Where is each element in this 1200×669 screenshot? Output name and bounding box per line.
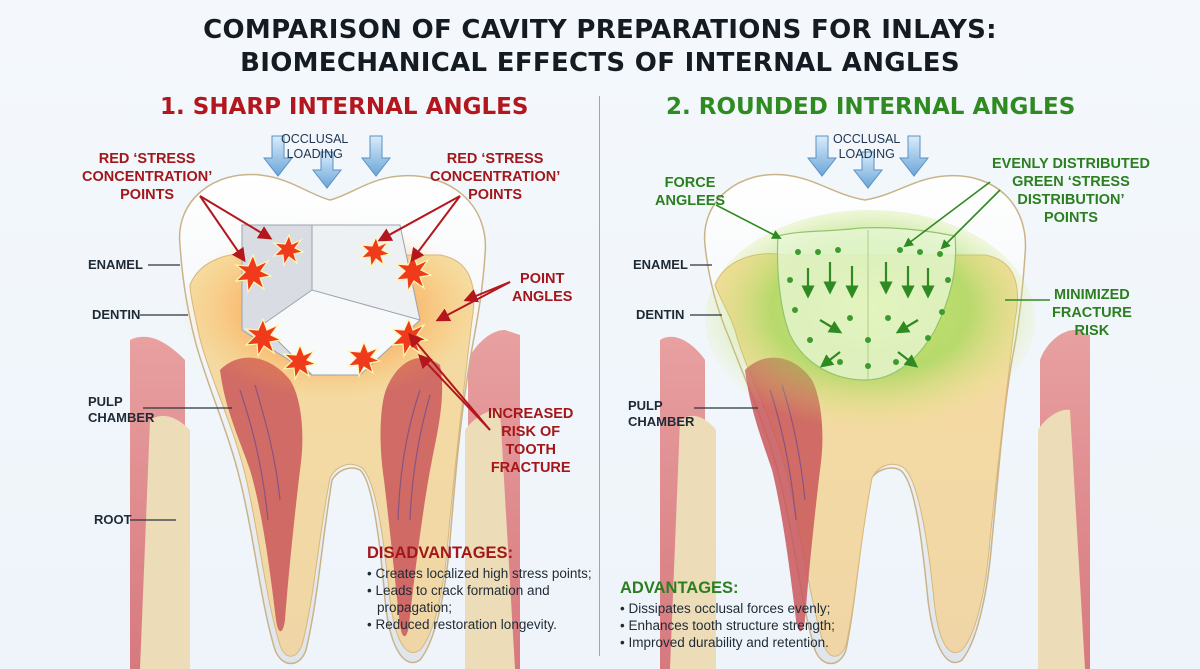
right-pulp-line2: CHAMBER [628,414,695,429]
fracture-risk-label: INCREASED RISK OF TOOTH FRACTURE [488,405,573,477]
list-item: Leads to crack formation and propagation… [367,582,602,616]
force-angles-line2: ANGLEES [655,193,726,209]
right-occlusal-line2: LOADING [838,147,895,161]
left-pulp-label: PULP CHAMBER [88,394,154,426]
force-angles-line1: FORCE [664,175,716,191]
right-enamel-label: ENAMEL [633,257,688,272]
advantages-list: Dissipates occlusal forces evenly; Enhan… [620,600,910,651]
fracture-risk-line3: TOOTH [505,442,556,458]
left-stress-line1: RED ‘STRESS [98,151,196,167]
title-line-2: BIOMECHANICAL EFFECTS OF INTERNAL ANGLES [240,48,960,78]
left-tooth [130,135,520,669]
advantages-heading: ADVANTAGES: [620,579,739,597]
left-stress-line2: CONCENTRATION’ [82,169,213,185]
right-occlusal-line1: OCCLUSAL [833,132,901,146]
list-item: Improved durability and retention. [620,634,910,651]
left-pulp-line2: CHAMBER [88,410,155,425]
panel-divider [599,96,600,656]
left-root-label: ROOT [94,512,132,527]
evenly-line3: DISTRIBUTION’ [1017,192,1125,208]
title-line-1: COMPARISON OF CAVITY PREPARATIONS FOR IN… [203,15,997,45]
right-occlusal-loading-label: OCCLUSAL LOADING [833,132,900,162]
left-enamel-label: ENAMEL [88,257,143,272]
left-occlusal-loading-label: OCCLUSAL LOADING [281,132,348,162]
minimized-line3: RISK [1074,323,1110,339]
disadvantages-list: Creates localized high stress points; Le… [367,565,602,633]
point-angles-label: POINT ANGLES [512,270,572,306]
advantages-box: ADVANTAGES: Dissipates occlusal forces e… [620,578,910,651]
minimized-line2: FRACTURE [1052,305,1132,321]
right-dentin-label: DENTIN [636,307,685,322]
right-tooth [660,135,1090,669]
fracture-risk-line1: INCREASED [488,406,574,422]
left-pulp-line1: PULP [88,394,123,409]
right-stress-line2: CONCENTRATION’ [430,169,561,185]
evenly-line1: EVENLY DISTRIBUTED [992,156,1150,172]
left-stress-points-label: RED ‘STRESS CONCENTRATION’ POINTS [82,150,212,204]
right-stress-points-label: RED ‘STRESS CONCENTRATION’ POINTS [430,150,560,204]
left-occlusal-line2: LOADING [286,147,343,161]
list-item: Reduced restoration longevity. [367,616,602,633]
fracture-risk-line2: RISK OF [501,424,561,440]
left-panel-heading: 1. SHARP INTERNAL ANGLES [160,94,529,120]
list-item: Creates localized high stress points; [367,565,602,582]
minimized-line1: MINIMIZED [1054,287,1130,303]
point-angles-line2: ANGLES [512,289,573,305]
fracture-risk-line4: FRACTURE [490,460,571,476]
evenly-line4: POINTS [1043,210,1098,226]
right-pulp-label: PULP CHAMBER [628,398,694,430]
disadvantages-heading: DISADVANTAGES: [367,544,514,562]
force-angles-label: FORCE ANGLEES [655,174,725,210]
page-title: COMPARISON OF CAVITY PREPARATIONS FOR IN… [0,14,1200,80]
right-pulp-line1: PULP [628,398,663,413]
disadvantages-box: DISADVANTAGES: Creates localized high st… [367,543,602,633]
minimized-fracture-label: MINIMIZED FRACTURE RISK [1052,286,1132,340]
list-item: Enhances tooth structure strength; [620,617,910,634]
right-stress-line3: POINTS [468,187,523,203]
evenly-line2: GREEN ‘STRESS [1012,174,1130,190]
point-angles-line1: POINT [520,271,565,287]
evenly-distributed-label: EVENLY DISTRIBUTED GREEN ‘STRESS DISTRIB… [992,155,1150,227]
left-occlusal-line1: OCCLUSAL [281,132,349,146]
list-item: Dissipates occlusal forces evenly; [620,600,910,617]
right-stress-line1: RED ‘STRESS [446,151,544,167]
right-panel-heading: 2. ROUNDED INTERNAL ANGLES [666,94,1076,120]
left-dentin-label: DENTIN [92,307,141,322]
left-stress-line3: POINTS [120,187,175,203]
